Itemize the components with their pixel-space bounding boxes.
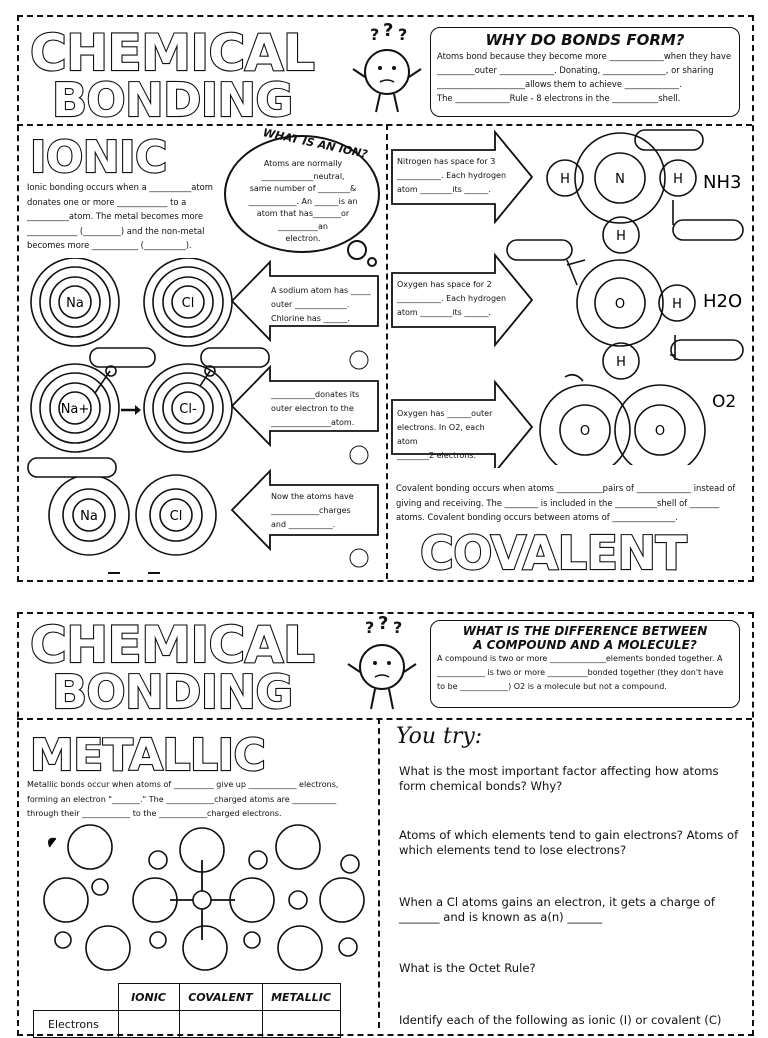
ionic-atoms-diagram: Na Cl Na+ Cl- Na Cl: [27, 258, 270, 574]
ion-bubble-text: Atoms are normally _____________neutral,…: [248, 159, 358, 243]
bottom-divider-v: [378, 718, 380, 1028]
confused-atom-mascot-icon: ? ? ?: [347, 615, 417, 710]
atom-label: Cl: [170, 509, 183, 524]
why-bonds-form-box: WHY DO BONDS FORM? Atoms bond because th…: [430, 27, 740, 117]
metallic-title: METALLIC: [29, 729, 267, 777]
svg-text:H2O: H2O: [703, 291, 742, 312]
svg-text:?: ?: [393, 618, 402, 637]
svg-text:?: ?: [365, 618, 374, 637]
title-line2: BONDING: [52, 73, 293, 120]
top-frame: [17, 15, 754, 582]
table-header: METALLIC: [261, 983, 341, 1011]
svg-text:?: ?: [378, 615, 388, 634]
top-title: CHEMICAL BONDING: [29, 23, 316, 120]
atom-label: Na: [80, 509, 98, 524]
svg-text:H: H: [672, 297, 682, 312]
atom-label: Na: [66, 296, 84, 311]
covalent-arrow-note: Oxygen has space for 2 ___________. Each…: [397, 280, 507, 317]
covalent-title: COVALENT: [419, 525, 689, 576]
covalent-arrow-note: Nitrogen has space for 3 ___________. Ea…: [397, 157, 507, 194]
svg-text:H: H: [616, 355, 626, 370]
svg-text:O2: O2: [712, 392, 736, 412]
metallic-text: Metallic bonds occur when atoms of _____…: [27, 780, 339, 818]
svg-text:H: H: [616, 229, 626, 244]
svg-text:?: ?: [370, 25, 379, 44]
compound-vs-molecule-box: WHAT IS THE DIFFERENCE BETWEEN A COMPOUN…: [430, 620, 740, 708]
question: What is the most important factor affect…: [399, 764, 719, 793]
question: What is the Octet Rule?: [399, 961, 536, 975]
svg-text:CHEMICAL: CHEMICAL: [30, 616, 314, 674]
ionic-arrow-shapes: [230, 259, 379, 568]
table-row-label: Electrons: [33, 1010, 119, 1038]
metallic-sea-diagram: [43, 824, 365, 971]
ionic-arrow-note: A sodium atom has _____ outer __________…: [271, 286, 371, 323]
covalent-text: Covalent bonding occurs when atoms _____…: [396, 483, 736, 522]
covalent-arrow-shapes: [391, 129, 534, 468]
svg-text:H: H: [560, 172, 570, 187]
confused-atom-mascot-icon: ? ? ?: [352, 22, 422, 113]
comparison-table: IONIC COVALENT METALLIC Electrons: [33, 983, 341, 1038]
ionic-arrow-note: ___________donates its outer electron to…: [271, 390, 360, 427]
why-line: Atoms bond because they become more ____…: [437, 51, 732, 61]
atom-label: Cl: [182, 296, 195, 311]
svg-text:IONIC: IONIC: [30, 132, 167, 180]
atom-label: Na+: [61, 402, 90, 417]
top-divider-v: [386, 124, 388, 579]
atom-label: Cl-: [179, 402, 197, 417]
why-line: _________outer _____________. Donating, …: [437, 65, 714, 75]
bottom-divider-h: [17, 718, 752, 720]
table-header: IONIC: [117, 983, 180, 1011]
svg-text:NH3: NH3: [703, 172, 741, 193]
why-heading: WHY DO BONDS FORM?: [485, 31, 685, 49]
svg-text:?: ?: [398, 25, 407, 44]
ion-speech-bubble: [224, 135, 380, 267]
top-divider-h: [17, 124, 752, 126]
table-header: COVALENT: [178, 983, 263, 1011]
ionic-title: IONIC: [29, 131, 168, 180]
svg-text:?: ?: [383, 22, 393, 41]
question: Atoms of which elements tend to gain ele…: [399, 828, 739, 857]
bottom-title: CHEMICAL BONDING: [29, 615, 316, 714]
why-line: _____________________allows them to achi…: [437, 79, 682, 89]
svg-text:COVALENT: COVALENT: [420, 526, 687, 576]
question: Identify each of the following as ionic …: [399, 1013, 722, 1027]
covalent-arrow-note: Oxygen has ______outer electrons. In O2,…: [397, 409, 493, 460]
svg-text:O: O: [655, 424, 665, 439]
ionic-text: Ionic bonding occurs when a __________at…: [27, 182, 213, 250]
molecule-diagrams: N H H H NH3 O H H H2O O O O2: [506, 129, 744, 465]
why-line: The _____________Rule - 8 electrons in t…: [437, 93, 681, 103]
question: When a Cl atoms gains an electron, it ge…: [399, 895, 715, 924]
you-try-heading: You try:: [396, 724, 483, 749]
svg-text:N: N: [615, 172, 625, 187]
svg-text:METALLIC: METALLIC: [30, 730, 265, 777]
svg-text:H: H: [673, 172, 683, 187]
svg-text:O: O: [615, 297, 625, 312]
ionic-arrow-note: Now the atoms have ____________charges a…: [271, 492, 354, 529]
svg-text:BONDING: BONDING: [52, 665, 293, 714]
title-line1: CHEMICAL: [30, 24, 314, 82]
svg-text:O: O: [580, 424, 590, 439]
